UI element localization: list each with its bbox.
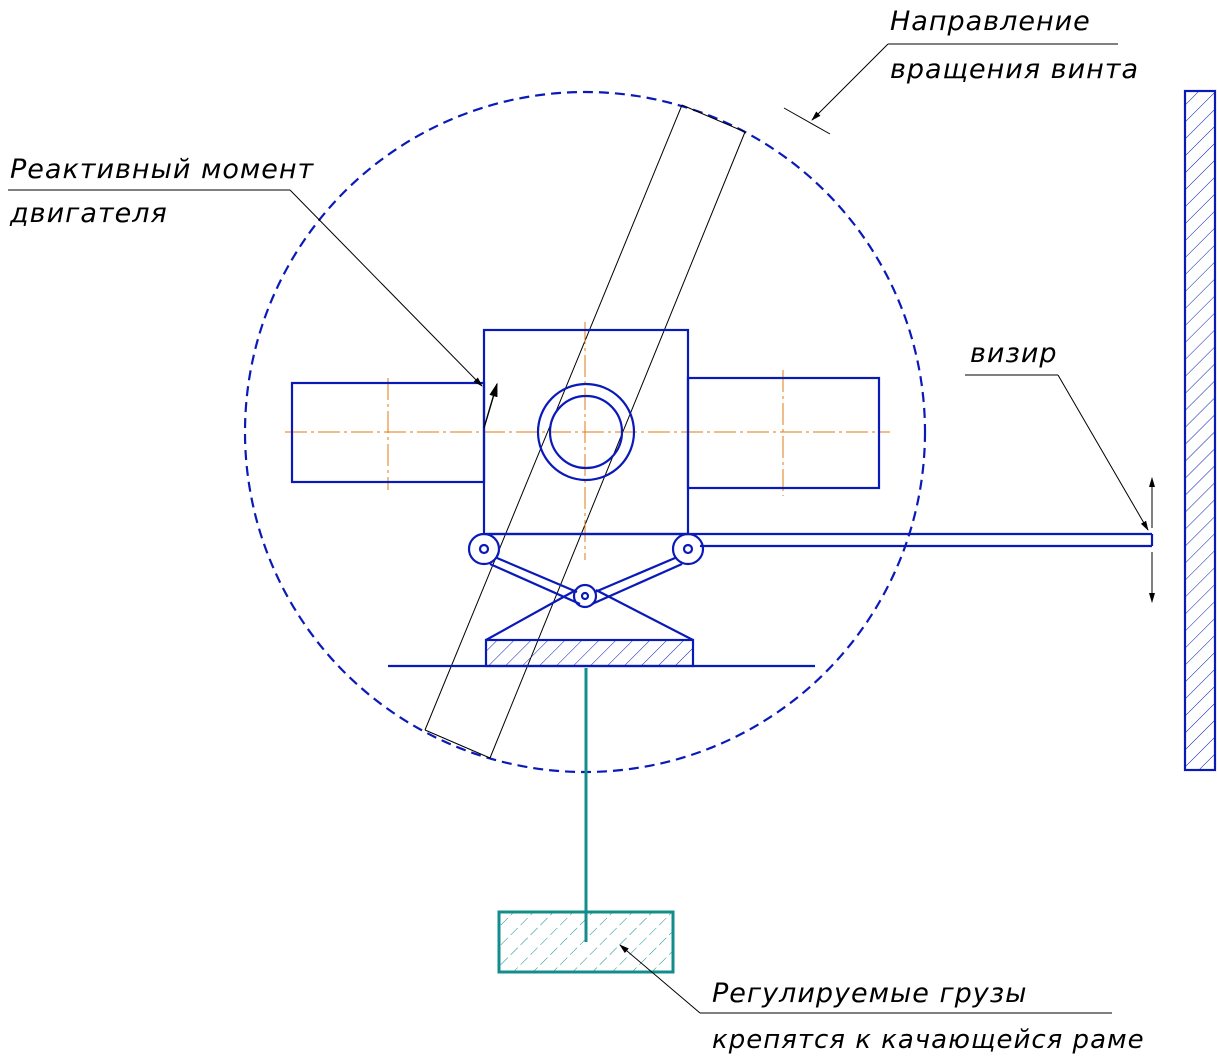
pivot-right [671, 532, 705, 566]
engine-assembly [290, 328, 881, 536]
scale-wall [1183, 89, 1217, 772]
sight-bar [486, 532, 1154, 548]
pivot-left [467, 532, 501, 566]
pivot-center [572, 583, 598, 609]
engine-right-block [686, 376, 881, 490]
reactive-moment-arrow [483, 382, 498, 429]
shaft-inner-ring [548, 394, 624, 470]
rocker-links [485, 556, 694, 641]
label-reactive-line2: двигателя [9, 198, 168, 229]
label-direction-line1: Направление [890, 6, 1091, 37]
label-weights-line1: Регулируемые грузы [712, 978, 1027, 1009]
leader-direction [783, 43, 1118, 135]
leader-weights [619, 944, 1112, 1014]
label-reactive-line1: Реактивный момент [10, 154, 315, 185]
leader-reactive [8, 189, 498, 429]
label-sight: визир [970, 338, 1058, 369]
label-weights-line2: крепятся к качающейся раме [712, 1025, 1145, 1055]
center-lines [285, 322, 890, 560]
base-plate [484, 638, 695, 668]
adjustable-weight [497, 910, 675, 974]
leader-sight [965, 374, 1149, 531]
label-direction-line2: вращения винта [890, 54, 1139, 85]
shaft-outer-ring [536, 382, 636, 482]
